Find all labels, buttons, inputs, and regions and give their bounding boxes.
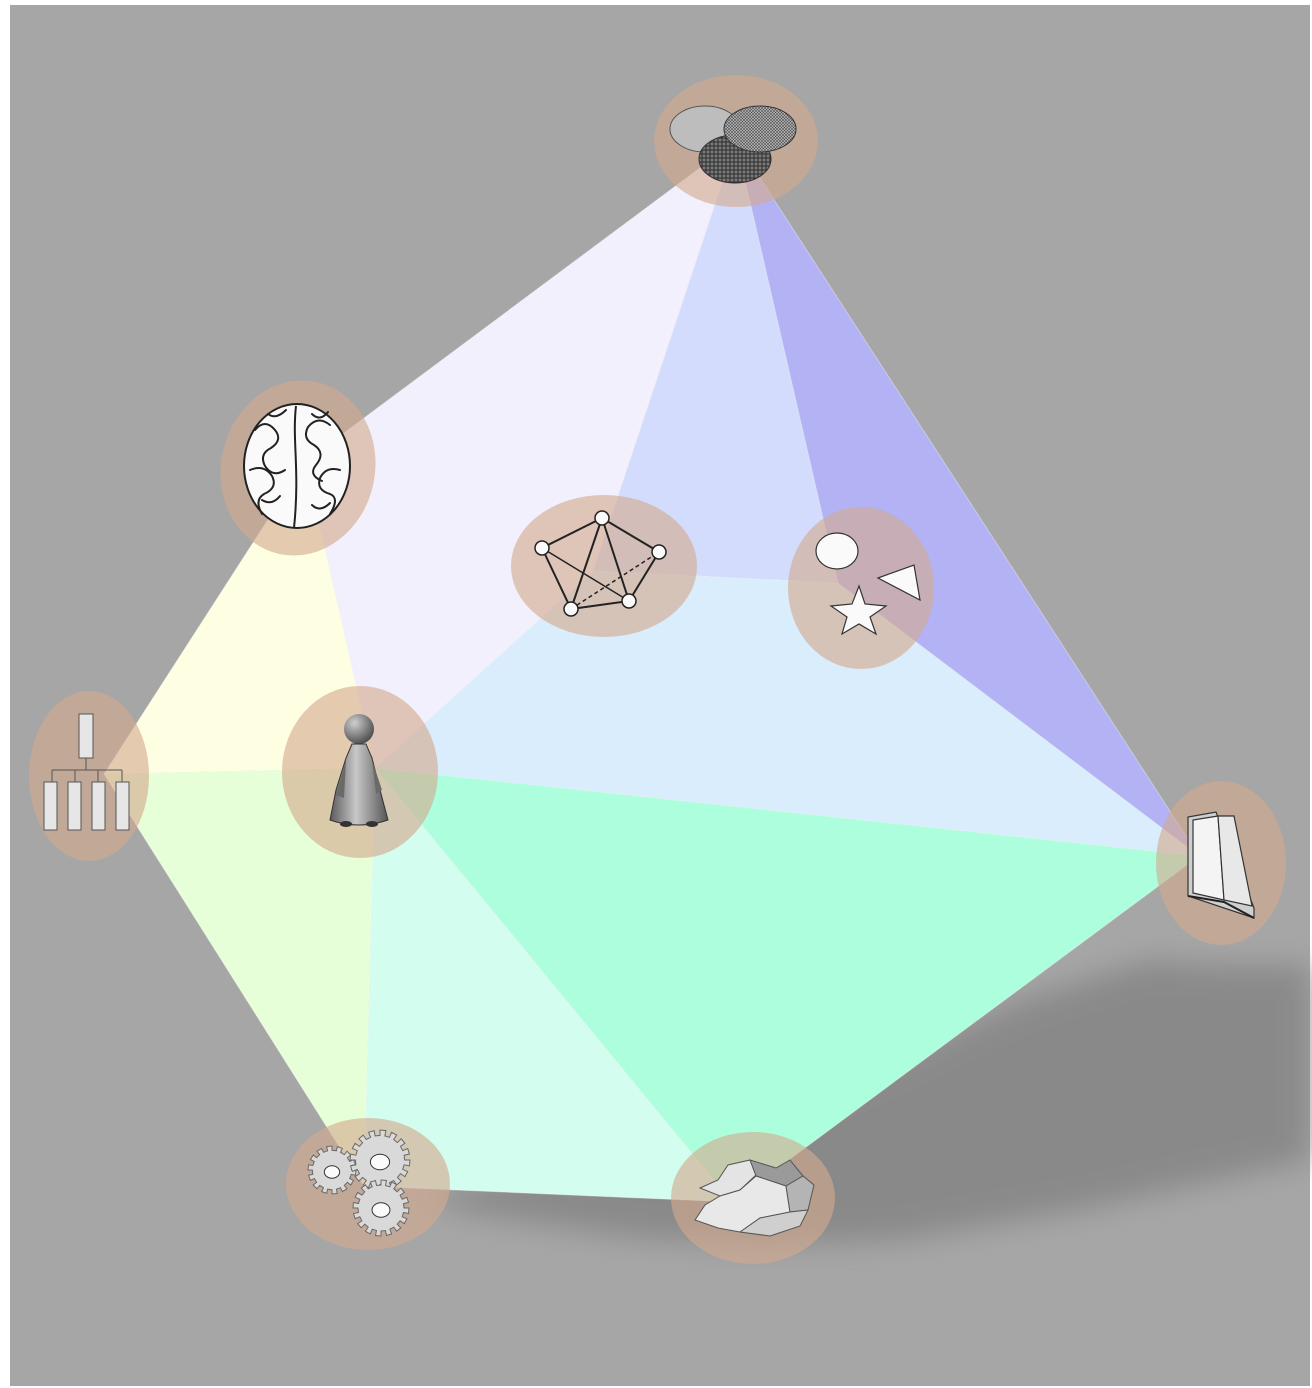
gear-hub-2: [370, 1154, 389, 1170]
gear-hub-3: [372, 1203, 390, 1218]
gear-hub-1: [324, 1166, 339, 1178]
brain-icon: [244, 404, 350, 528]
